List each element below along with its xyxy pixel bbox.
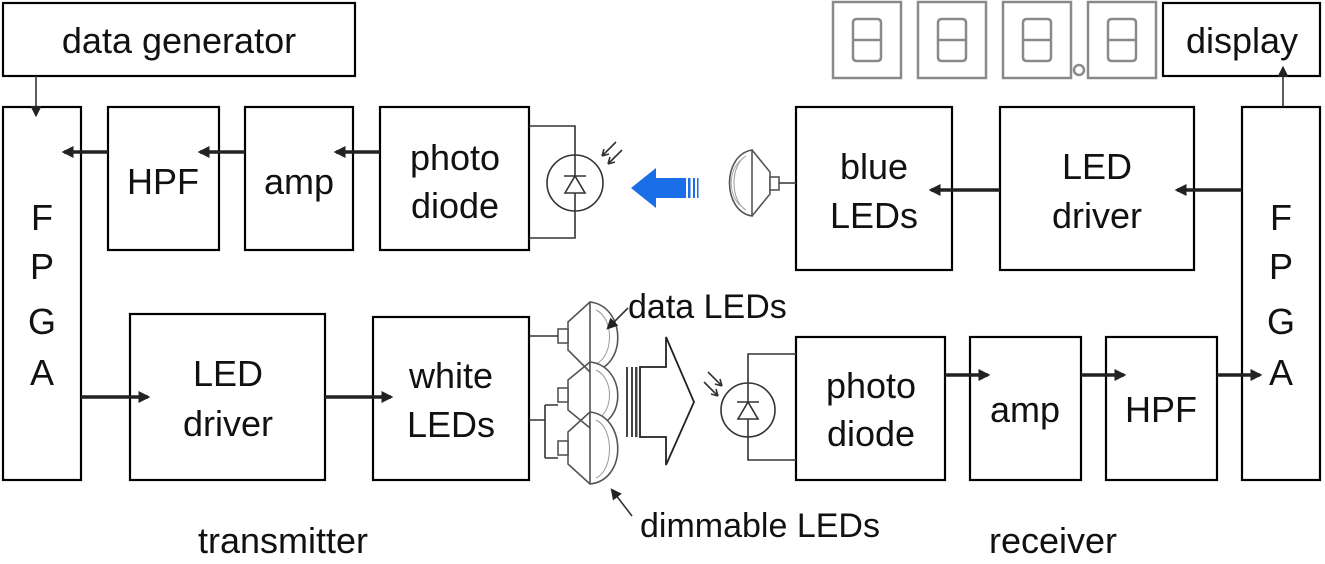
fpga-left-block: F P G A <box>1 105 83 482</box>
fpga-left-letter: A <box>30 352 54 393</box>
display-label: display <box>1186 20 1298 61</box>
led-driver-top-label: LED <box>1062 146 1132 187</box>
hpf-bottom-block: HPF <box>1104 335 1219 482</box>
downlink-light-arrow <box>626 336 695 466</box>
seven-segment-glyph <box>851 17 883 63</box>
fpga-left-letter: P <box>30 246 54 287</box>
fpga-right-block: F P G A <box>1240 105 1322 482</box>
led-driver-bottom-block: LED driver <box>128 312 327 482</box>
hpf-top-label: HPF <box>127 161 199 202</box>
dimmable-led-lamp-icon <box>557 361 619 429</box>
fpga-right-letter: P <box>1269 246 1293 287</box>
fpga-left-letter: F <box>31 197 53 238</box>
data-leds-label: data LEDs <box>628 288 787 326</box>
blue-leds-label: blue <box>840 146 908 187</box>
hpf-top-block: HPF <box>106 105 221 252</box>
display-block: display <box>1161 1 1322 78</box>
led-driver-top-block: LED driver <box>998 105 1196 272</box>
data-generator-label: data generator <box>62 20 296 61</box>
led-driver-top-label: driver <box>1052 195 1142 236</box>
white-leds-block: white LEDs <box>371 315 531 482</box>
hpf-bottom-label: HPF <box>1125 389 1197 430</box>
photodiode-bottom-label: photo <box>826 365 916 406</box>
fpga-right-letter: F <box>1270 197 1292 238</box>
fpga-left-letter: G <box>28 301 56 342</box>
transmitter-label: transmitter <box>198 520 368 561</box>
photodiode-bottom-block: photo diode <box>794 335 947 482</box>
annotation-data-leds: data LEDs <box>606 288 787 330</box>
fpga-right-letter: A <box>1269 352 1293 393</box>
seven-segment-glyph <box>1106 17 1138 63</box>
receiver-label: receiver <box>989 520 1117 561</box>
amp-bottom-block: amp <box>968 335 1083 482</box>
photodiode-top-block: photo diode <box>378 105 531 252</box>
decimal-point <box>1072 63 1086 77</box>
seven-segment-display <box>831 0 1158 80</box>
photodiode-top-symbol <box>529 125 623 239</box>
dimmable-leds-label: dimmable LEDs <box>640 507 880 545</box>
white-leds-label: LEDs <box>407 404 495 445</box>
blue-led-lamp-icon <box>728 149 796 217</box>
blue-leds-block: blue LEDs <box>794 105 954 272</box>
led-driver-bottom-label: driver <box>183 403 273 444</box>
amp-top-block: amp <box>243 105 355 252</box>
white-leds-label: white <box>408 355 493 396</box>
photodiode-top-label: photo <box>410 137 500 178</box>
amp-top-label: amp <box>264 161 334 202</box>
blue-leds-label: LEDs <box>830 195 918 236</box>
white-led-lamp-cluster <box>529 301 619 485</box>
signal-arrows <box>30 65 1289 403</box>
data-led-lamp-icon <box>557 301 619 373</box>
seven-segment-glyph <box>1021 17 1053 63</box>
photodiode-bottom-symbol <box>703 353 796 461</box>
fpga-right-letter: G <box>1267 301 1295 342</box>
dimmable-led-lamp-icon <box>557 411 619 485</box>
seven-segment-glyph <box>936 17 968 63</box>
led-driver-bottom-label: LED <box>193 353 263 394</box>
amp-bottom-label: amp <box>990 389 1060 430</box>
photodiode-top-label: diode <box>411 185 499 226</box>
annotation-dimmable-leds: dimmable LEDs <box>610 488 880 545</box>
uplink-light-arrow <box>631 168 699 208</box>
photodiode-bottom-label: diode <box>827 413 915 454</box>
data-generator-block: data generator <box>1 1 357 78</box>
